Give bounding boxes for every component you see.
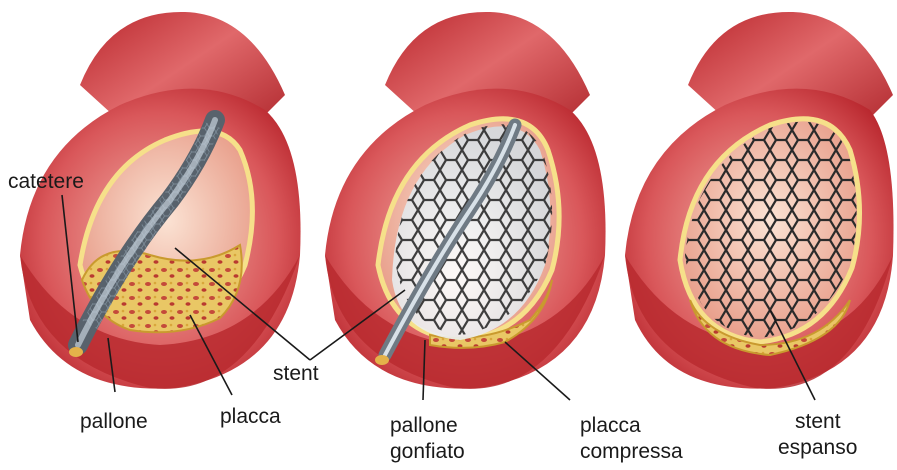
label-balloon-inflated-line2: gonfiato: [390, 440, 465, 463]
panel-stent-expanded: [625, 12, 894, 389]
label-plaque: placca: [220, 405, 281, 428]
label-stent-expanded-line1: stent: [795, 410, 841, 433]
label-balloon: pallone: [80, 410, 148, 433]
label-balloon-inflated-line1: pallone: [390, 414, 458, 437]
label-catheter: catetere: [8, 170, 84, 193]
catheter-tip: [375, 355, 389, 365]
label-stent: stent: [273, 362, 319, 385]
label-plaque-compressed-line2: compressa: [580, 440, 683, 463]
panel-balloon-inflated: [325, 12, 606, 389]
label-stent-expanded-line2: espanso: [778, 436, 857, 459]
catheter-tip: [69, 347, 83, 357]
label-plaque-compressed-line1: placca: [580, 414, 641, 437]
